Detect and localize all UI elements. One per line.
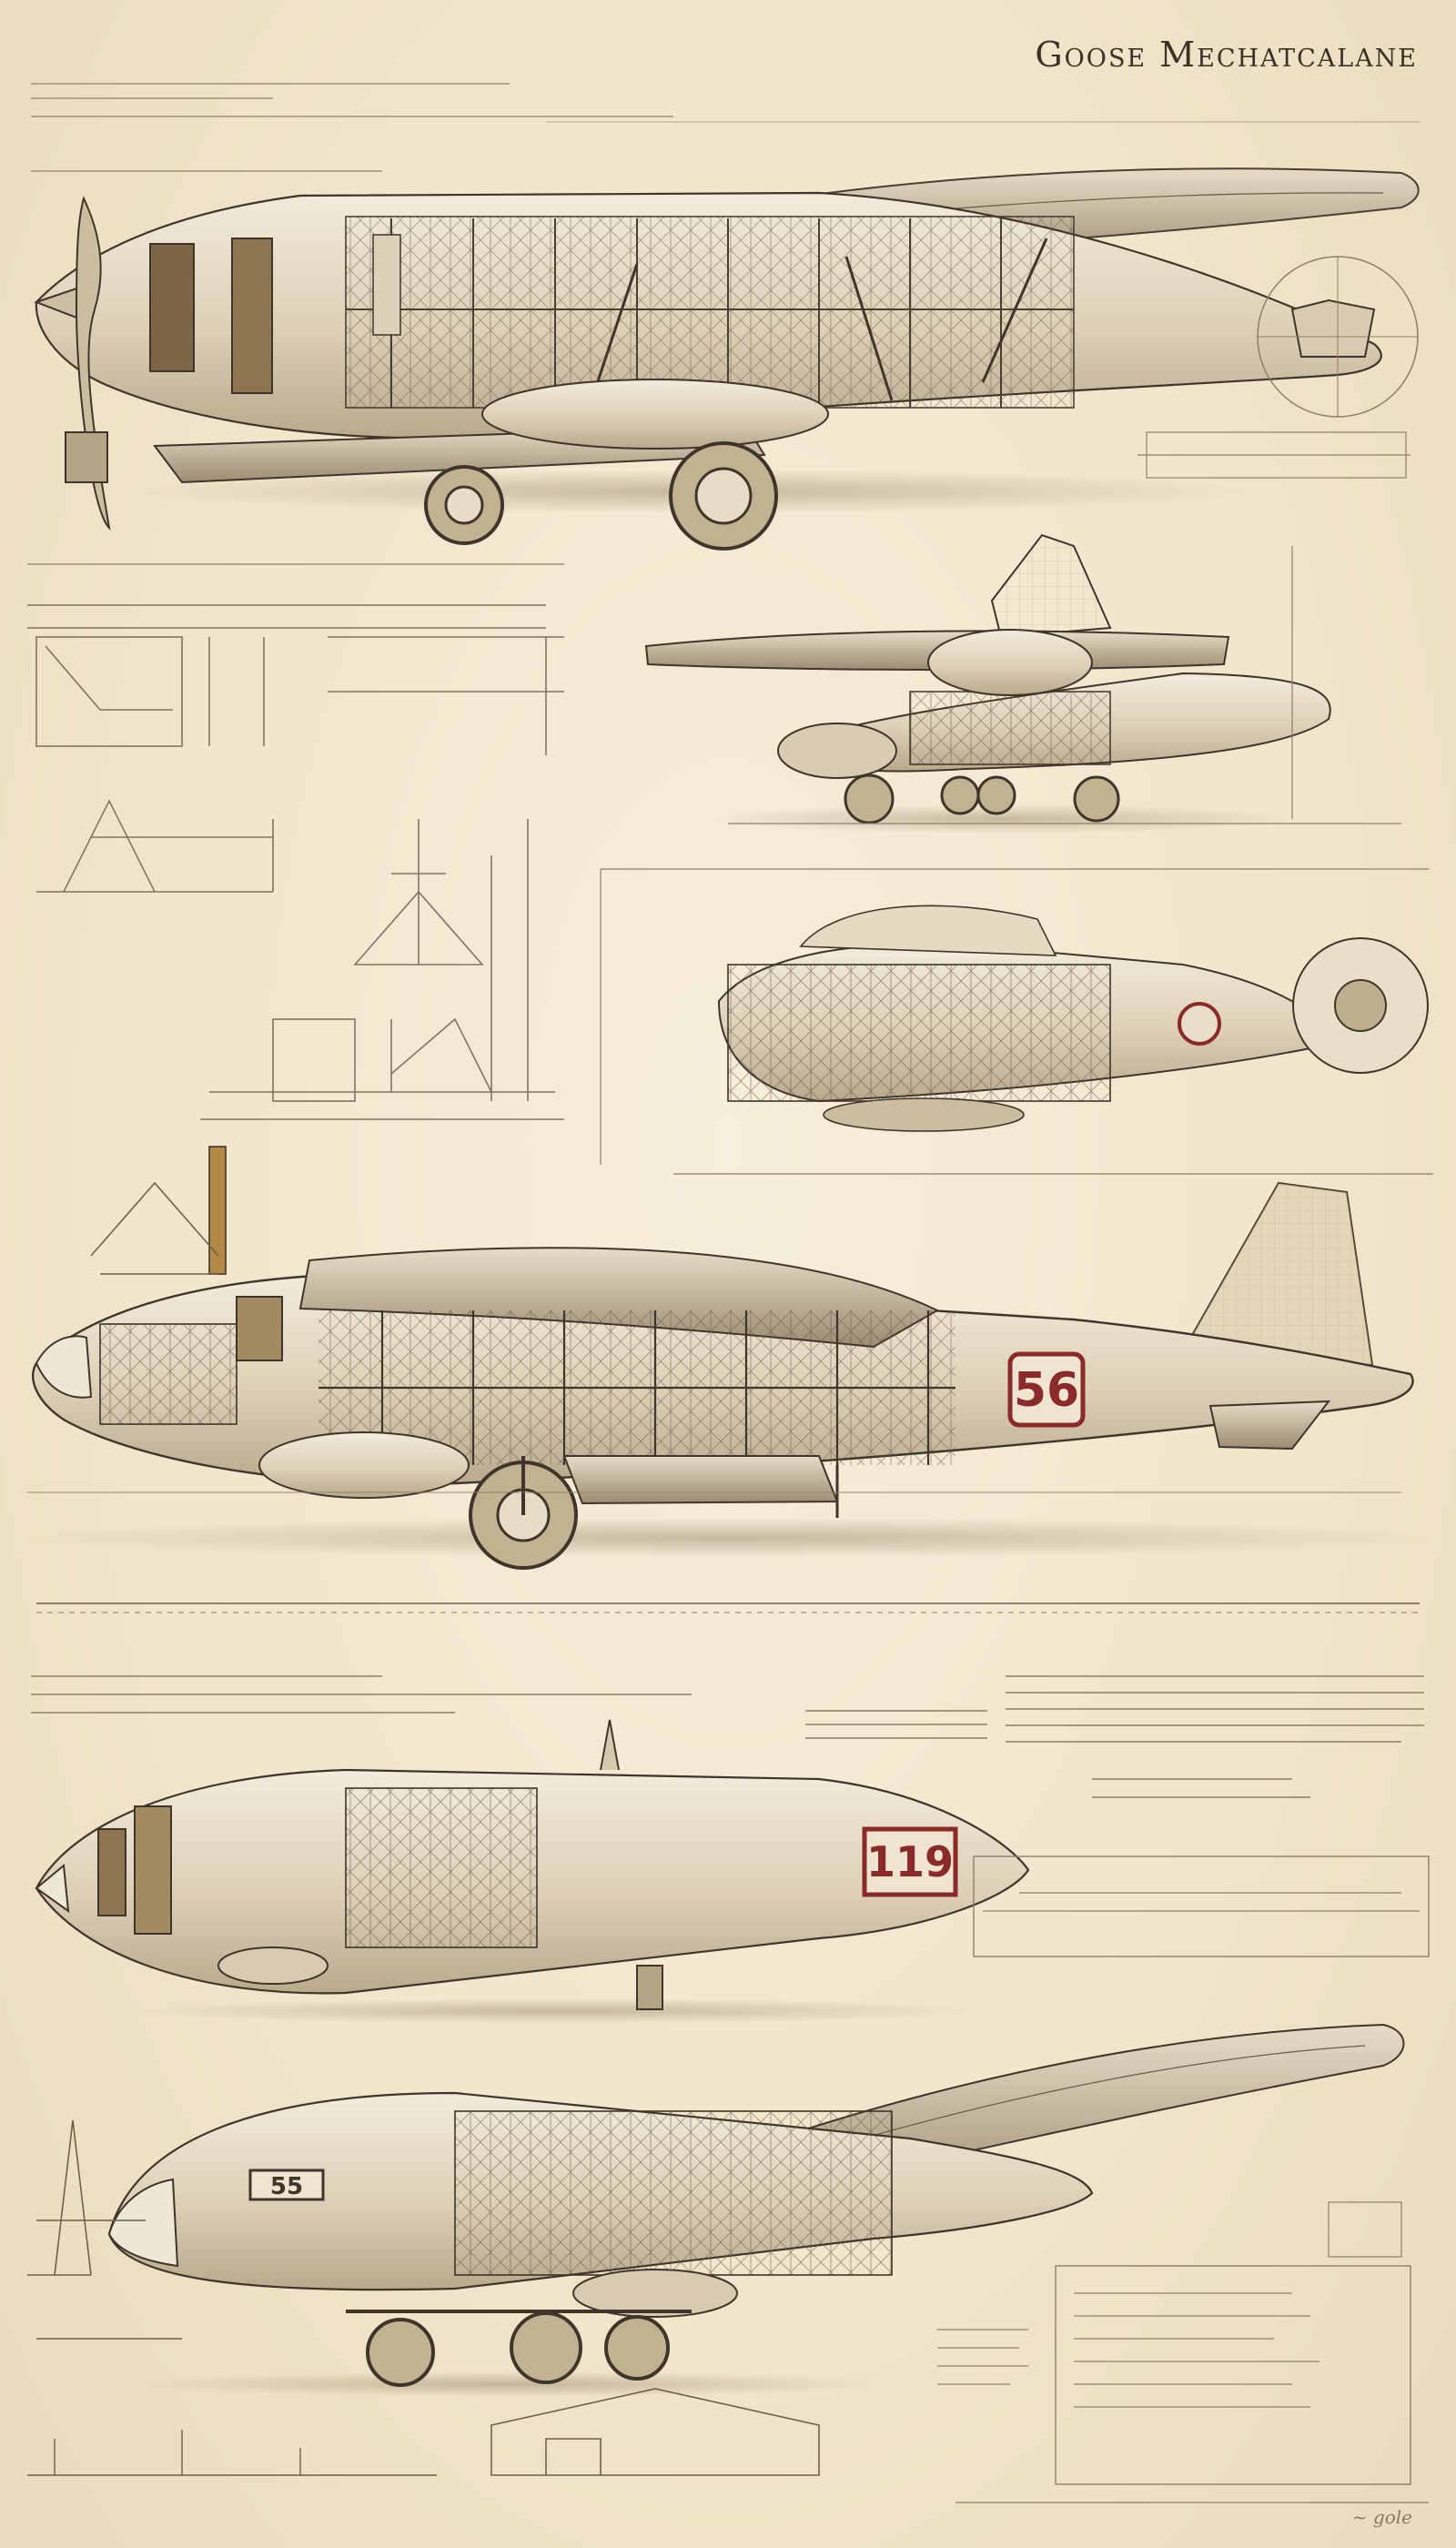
sheet-title: Goose Mechatcalane bbox=[1035, 35, 1418, 75]
plate-badge-2 bbox=[862, 1826, 958, 1897]
plate-badge-3 bbox=[248, 2169, 325, 2201]
plate-number-1: 56 bbox=[1014, 1363, 1079, 1418]
notes-top bbox=[31, 83, 1420, 172]
plane-1-cutaway bbox=[27, 167, 1420, 565]
plane-3-frame bbox=[600, 868, 1433, 1175]
text-block-mid bbox=[31, 1675, 1424, 1798]
plane-1-wheels bbox=[424, 441, 778, 551]
artist-signature: ~ gole bbox=[1351, 2506, 1412, 2528]
plane-6: 55 bbox=[27, 2023, 1429, 2503]
plane-4-main: 56 bbox=[18, 1146, 1438, 1613]
plate-badge-1 bbox=[1007, 1351, 1086, 1428]
left-schematics bbox=[27, 604, 564, 1120]
plane-2 bbox=[644, 533, 1401, 834]
plate-number-3: 55 bbox=[270, 2173, 303, 2200]
plate-number-2: 119 bbox=[866, 1837, 954, 1886]
plane-5: 119 bbox=[35, 1719, 1430, 2024]
